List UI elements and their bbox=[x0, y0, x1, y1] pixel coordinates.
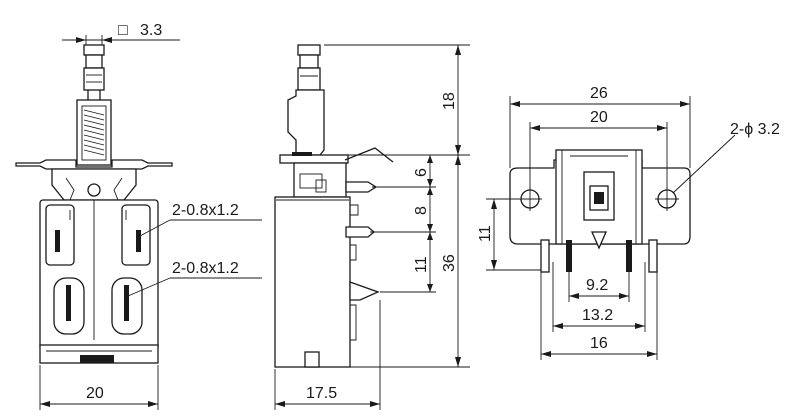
side-depth-label: 17.5 bbox=[306, 385, 337, 402]
actuator-stem bbox=[85, 54, 103, 69]
pin-spacing-outer-label: 16 bbox=[590, 335, 608, 352]
actuator-tip bbox=[83, 44, 105, 56]
pin-mid-left bbox=[566, 240, 572, 272]
bottom-pointer bbox=[591, 231, 607, 250]
hole-spacing-label: 20 bbox=[590, 109, 608, 126]
side-view: 18 36 6 8 11 17.5 bbox=[274, 44, 470, 410]
spring bbox=[83, 109, 105, 156]
overall-width-label: 26 bbox=[590, 85, 608, 102]
actuator-height-label: 18 bbox=[441, 92, 458, 110]
bottom-view: 26 20 2-ϕ 3.2 11 9.2 13.2 bbox=[477, 85, 780, 360]
neck-hole bbox=[87, 183, 101, 197]
pin-offset-1-label: 6 bbox=[413, 168, 430, 177]
side-body bbox=[274, 196, 351, 368]
actuator-collar bbox=[83, 67, 105, 91]
pin-outer-left bbox=[540, 239, 550, 273]
side-pin-1 bbox=[345, 181, 378, 193]
pin-offset-2-label: 8 bbox=[413, 206, 430, 215]
side-pin-2 bbox=[345, 226, 376, 238]
pin-offset-3-label: 11 bbox=[413, 256, 430, 273]
side-actuator-tip bbox=[297, 44, 321, 56]
side-lever bbox=[344, 147, 394, 163]
mounting-flange bbox=[15, 159, 173, 170]
side-plunger bbox=[287, 89, 325, 156]
actuator-size-label: 3.3 bbox=[140, 22, 162, 39]
upper-terminal-label: 2-0.8x1.2 bbox=[172, 202, 239, 219]
pin-outer-right bbox=[648, 239, 658, 273]
square-symbol: □ bbox=[118, 22, 128, 39]
front-view: □ 3.3 2-0.8x1.2 2-0.8x1.2 20 bbox=[15, 22, 262, 410]
bottom-height-label: 11 bbox=[477, 225, 494, 242]
lower-terminal-label: 2-0.8x1.2 bbox=[172, 260, 239, 277]
total-height-label: 36 bbox=[441, 254, 458, 272]
pin-spacing-inner-label: 9.2 bbox=[586, 277, 608, 294]
hole-callout-label: 2-ϕ 3.2 bbox=[730, 121, 780, 138]
pin-spacing-mid-label: 13.2 bbox=[582, 307, 613, 324]
side-pin-3 bbox=[349, 281, 380, 301]
pin-mid-right bbox=[626, 240, 632, 272]
front-width-label: 20 bbox=[86, 385, 104, 402]
